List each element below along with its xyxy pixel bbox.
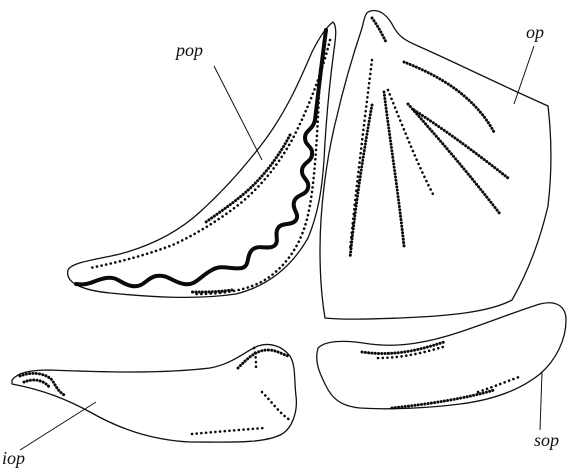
opercle-ray-7 [404, 62, 494, 132]
interopercle-dot-bottom [192, 428, 264, 434]
subopercle-dot-top [362, 342, 444, 354]
interopercle-dot-back [262, 392, 290, 420]
interopercle-outline [12, 344, 296, 442]
interopercle-bone [12, 344, 296, 442]
preopercle-dot-cluster-mid [206, 135, 290, 222]
opercle-ray-3 [384, 92, 404, 246]
opercle-ray-6 [414, 110, 508, 178]
preopercle-bone [68, 22, 336, 297]
preopercle-sensory-canal [76, 30, 326, 286]
preopercle-outline [68, 22, 336, 297]
interopercle-dot-top-2 [254, 348, 256, 368]
opercle-bone [320, 11, 551, 320]
pop-label: pop [174, 40, 203, 60]
opercle-dot-apex [372, 18, 386, 42]
iop-leader-line [20, 402, 96, 450]
interopercle-dot-cluster-front-2 [24, 380, 50, 388]
sop-leader-line [540, 372, 542, 430]
op-label: op [526, 22, 544, 42]
preopercle-dot-row-upper [90, 40, 330, 268]
opercle-ray-2 [350, 105, 372, 258]
preopercle-dot-cluster-low [190, 290, 232, 292]
interopercle-dot-cluster-front [20, 373, 66, 396]
pop-leader-line [214, 66, 262, 160]
iop-label: iop [2, 448, 25, 468]
sop-label: sop [534, 430, 559, 450]
opercle-outline [320, 11, 551, 320]
